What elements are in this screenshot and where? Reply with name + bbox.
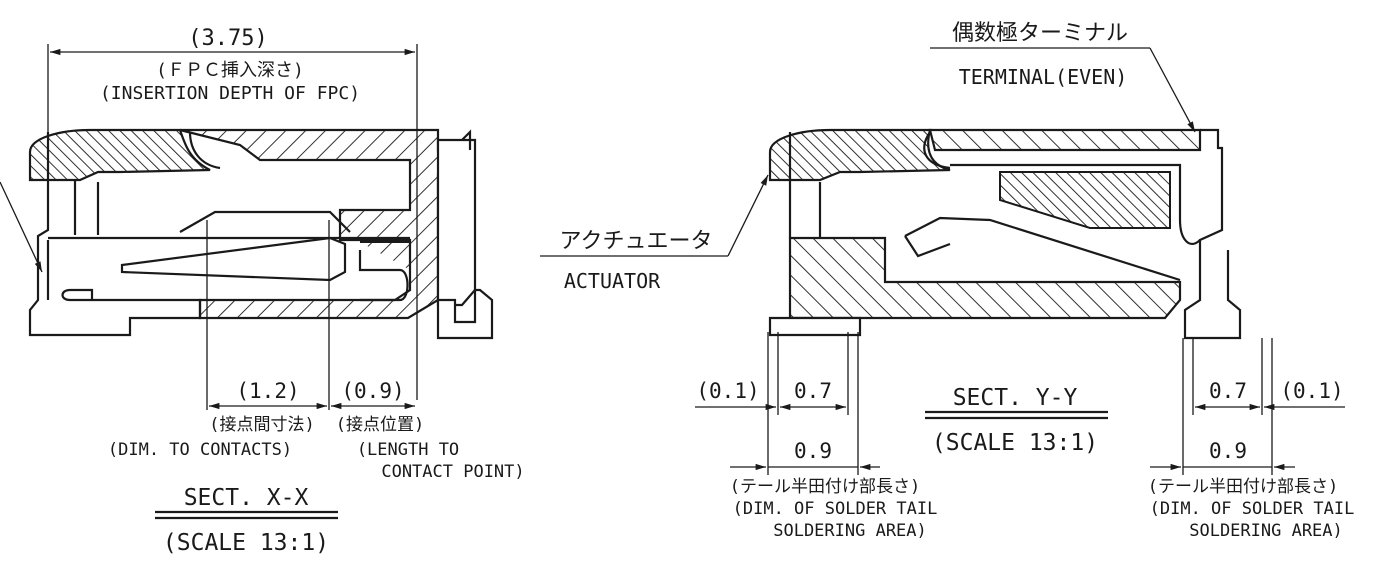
left-dim-b-label: 0.7 bbox=[794, 379, 832, 403]
section-x-x: (3.75) (ＦＰＣ挿入深さ) (INSERTION DEPTH OF FPC… bbox=[0, 26, 525, 556]
terminal-leader bbox=[1149, 47, 1196, 133]
terminal-beam bbox=[928, 128, 1202, 152]
contact-dim-en-label: (DIM. TO CONTACTS) bbox=[108, 440, 292, 460]
housing-body bbox=[179, 128, 458, 320]
tail-en-2-right-label: SOLDERING AREA) bbox=[1189, 521, 1343, 541]
housing-body bbox=[788, 236, 1182, 320]
fpc-depth-jp-label: (ＦＰＣ挿入深さ) bbox=[156, 60, 304, 81]
tail-en-1-left-label: (DIM. OF SOLDER TAIL bbox=[733, 499, 938, 519]
bottom-tab bbox=[768, 316, 862, 337]
contact-tip bbox=[904, 235, 951, 258]
actuator-hook bbox=[923, 131, 951, 170]
actuator bbox=[28, 128, 211, 182]
frame-ribs bbox=[73, 180, 100, 235]
terminal-jp-label: 偶数極ターミナル bbox=[952, 21, 1128, 46]
section-y-y: 偶数極ターミナル TERMINAL(EVEN) アクチュエータ ACTUATOR bbox=[540, 21, 1354, 541]
dim-overall-label: (3.75) bbox=[188, 26, 267, 51]
actuator bbox=[768, 128, 951, 182]
contact-beam bbox=[179, 210, 351, 233]
left-dim-a-label: (0.1) bbox=[696, 379, 759, 403]
right-dim-a-label: (0.1) bbox=[1280, 379, 1343, 403]
right-dim-c-label: 0.9 bbox=[1209, 439, 1247, 463]
housing-post bbox=[360, 241, 411, 270]
tail-jp-left-label: (テール半田付け部長さ) bbox=[730, 477, 920, 497]
lower-contact bbox=[358, 250, 409, 302]
tail-en-2-left-label: SOLDERING AREA) bbox=[773, 521, 927, 541]
actuator-leader bbox=[727, 174, 769, 257]
housing-side bbox=[436, 138, 477, 307]
contact-point-en-label-1: (LENGTH TO bbox=[357, 440, 459, 460]
actuator-jp-label: アクチュエータ bbox=[560, 229, 713, 254]
left-frame bbox=[28, 132, 202, 337]
housing-frame bbox=[788, 132, 822, 238]
fpc-insertion bbox=[46, 236, 410, 300]
left-dim-c-label: 0.9 bbox=[794, 439, 832, 463]
section-y-title: SECT. Y-Y bbox=[953, 385, 1078, 411]
leader-line bbox=[0, 181, 43, 273]
upper-contact-spring bbox=[120, 236, 347, 282]
section-x-title: SECT. X-X bbox=[184, 485, 309, 511]
section-y-scale: (SCALE 13:1) bbox=[932, 430, 1098, 456]
terminal-frame bbox=[1183, 128, 1242, 340]
fpc-depth-en-label: (INSERTION DEPTH OF FPC) bbox=[100, 83, 360, 104]
terminal-loop bbox=[950, 163, 1201, 245]
contact-spring bbox=[904, 216, 1181, 282]
solder-tail bbox=[436, 288, 494, 340]
section-x-scale: (SCALE 13:1) bbox=[163, 530, 329, 556]
actuator-en-label: ACTUATOR bbox=[564, 269, 661, 293]
tail-jp-right-label: (テール半田付け部長さ) bbox=[1148, 477, 1338, 497]
contact-dim-label: (1.2) bbox=[236, 379, 299, 403]
housing-detail bbox=[461, 129, 472, 150]
contact-point-en-label-2: CONTACT POINT) bbox=[381, 462, 524, 482]
contact-point-jp-label: (接点位置) bbox=[336, 415, 424, 435]
tail-en-1-right-label: (DIM. OF SOLDER TAIL bbox=[1150, 499, 1355, 519]
terminal-en-label: TERMINAL(EVEN) bbox=[959, 65, 1128, 89]
actuator-hook bbox=[188, 131, 221, 170]
terminal-contact bbox=[999, 171, 1171, 229]
right-dim-b-label: 0.7 bbox=[1209, 379, 1247, 403]
contact-point-dim-label: (0.9) bbox=[341, 379, 404, 403]
contact-dim-jp-label: (接点間寸法) bbox=[209, 415, 314, 435]
